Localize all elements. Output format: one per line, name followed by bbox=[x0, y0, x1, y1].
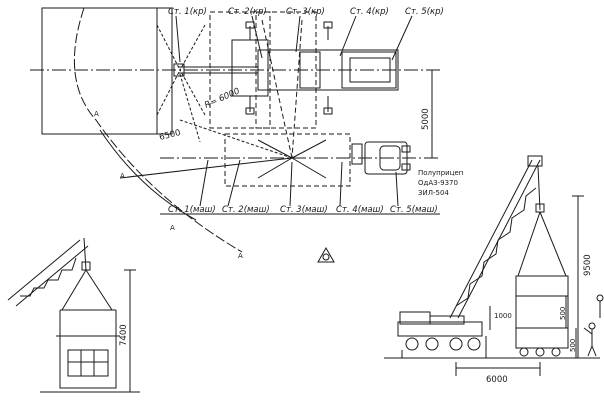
wheel-3 bbox=[449, 337, 463, 351]
crane-station-2-label: Ст. 2(кр) bbox=[228, 7, 267, 17]
crane-chassis bbox=[397, 321, 483, 337]
crane-station-3-label: Ст. 3(кр) bbox=[286, 7, 325, 17]
crane-body bbox=[257, 49, 399, 91]
vehicle-station-3-label: Ст. 3(маш) bbox=[280, 205, 328, 215]
vehicle-station-1-label: Ст. 1(маш) bbox=[168, 205, 216, 215]
wheel-4 bbox=[467, 337, 481, 351]
left-boom bbox=[7, 239, 81, 301]
left-elevation-view: 7400 bbox=[7, 237, 140, 393]
module-outline-crane bbox=[41, 7, 173, 135]
boom-head bbox=[527, 155, 543, 167]
right-boom bbox=[449, 159, 533, 319]
vehicle-station-2-label: Ст. 2(маш) bbox=[222, 205, 270, 215]
wheel-2 bbox=[425, 337, 439, 351]
left-height-dim-label: 7400 bbox=[119, 324, 129, 346]
wheel-1 bbox=[405, 337, 419, 351]
trailer-label-line-3: ЗИЛ-504 bbox=[418, 189, 449, 197]
point-a-label-3: A bbox=[170, 224, 175, 232]
trailer-label-line-2: ОдАЗ-9370 bbox=[418, 179, 458, 187]
worker-icon-1 bbox=[588, 322, 596, 330]
trailer-hitch bbox=[351, 143, 363, 165]
orientation-triangle-icon bbox=[317, 246, 335, 263]
right-elevation-view bbox=[384, 155, 604, 376]
radius-label: R= 6000 bbox=[203, 86, 241, 110]
right-height-dim-label: 9500 bbox=[583, 254, 593, 276]
radius-line bbox=[119, 157, 293, 179]
worker-icon-2 bbox=[596, 294, 604, 302]
crane-station-4-label: Ст. 4(кр) bbox=[350, 7, 389, 17]
left-module-window bbox=[67, 349, 109, 377]
dim-6500-label: 6500 bbox=[158, 128, 181, 143]
inner-dim-label-2: 500 bbox=[569, 339, 577, 352]
module-outline-vehicle bbox=[224, 133, 351, 187]
point-a-label-4: A bbox=[238, 252, 243, 260]
vehicle-station-5-label: Ст. 5(маш) bbox=[390, 205, 438, 215]
left-module bbox=[59, 310, 117, 389]
vehicle-station-4-label: Ст. 4(маш) bbox=[336, 205, 384, 215]
point-a-label-2: A bbox=[120, 172, 125, 180]
swing-radius-arc bbox=[73, 7, 243, 253]
plan-view bbox=[30, 7, 440, 263]
crane-station-1-label: Ст. 1(кр) bbox=[168, 7, 207, 17]
boom-dim-label: 1000 bbox=[494, 312, 512, 320]
dim-5000-label: 5000 bbox=[421, 108, 431, 130]
crane-station-5-label: Ст. 5(кр) bbox=[405, 7, 444, 17]
truck-cab bbox=[364, 141, 408, 175]
inner-dim-label-1: 500 bbox=[559, 307, 567, 320]
point-a-label-1: A bbox=[94, 110, 99, 118]
base-dim-label: 6000 bbox=[486, 375, 508, 385]
trailer-label-line-1: Полуприцеп bbox=[418, 169, 463, 177]
